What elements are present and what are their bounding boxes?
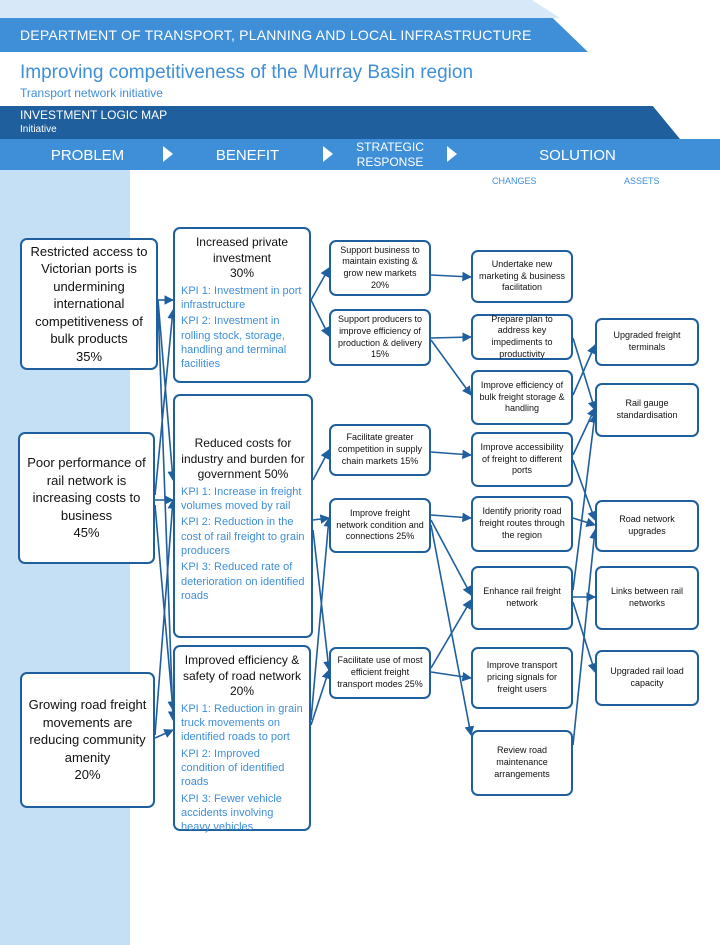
- page-title: Improving competitiveness of the Murray …: [20, 62, 474, 83]
- kpi-text: KPI 1: Increase in freight volumes moved…: [181, 485, 302, 513]
- asset-box: Upgraded freight terminals: [595, 318, 699, 366]
- link-b1-r2: [310, 299, 330, 337]
- link-r1-c1: [430, 271, 472, 282]
- link-r2-c2: [430, 332, 472, 343]
- problem-box: Growing road freight movements are reduc…: [20, 672, 155, 808]
- benefit-box: Increased private investment 30% KPI 1: …: [173, 227, 311, 383]
- department-banner: DEPARTMENT OF TRANSPORT, PLANNING AND LO…: [0, 18, 588, 52]
- response-box: Facilitate use of most efficient freight…: [329, 647, 431, 699]
- response-box: Support business to maintain existing & …: [329, 240, 431, 296]
- problem-box: Poor performance of rail network is incr…: [18, 432, 155, 564]
- link-c2-a2: [572, 337, 598, 411]
- link-p3-b2: [154, 499, 178, 736]
- response-box: Improve freight network condition and co…: [329, 498, 431, 553]
- asset-box: Links between rail networks: [595, 566, 699, 630]
- link-c3-a1: [572, 344, 596, 396]
- link-r2-c3: [430, 339, 472, 396]
- chevron-right-icon: [323, 146, 333, 162]
- link-p2-b3: [154, 504, 178, 711]
- header-top-band: [0, 0, 560, 18]
- benefit-pct: 30%: [229, 266, 255, 281]
- problem-text: Restricted access to Victorian ports is …: [30, 243, 148, 347]
- kpi-text: KPI 2: Investment in rolling stock, stor…: [181, 315, 287, 371]
- change-box: Improve efficiency of bulk freight stora…: [471, 370, 573, 425]
- kpi-text: KPI 2: Reduction in the cost of rail fre…: [181, 516, 305, 557]
- asset-box: Rail gauge standardisation: [595, 383, 699, 437]
- asset-box: Road network upgrades: [595, 500, 699, 552]
- benefit-box: Reduced costs for industry and burden fo…: [173, 394, 313, 638]
- link-b3-r5: [310, 669, 331, 726]
- link-b2-r4: [312, 514, 330, 524]
- stage-strategic-line2: RESPONSE: [356, 155, 424, 169]
- problem-pct: 35%: [75, 348, 103, 364]
- change-box: Improve transport pricing signals for fr…: [471, 647, 573, 709]
- link-r5-c7: [430, 671, 472, 682]
- response-box: Facilitate greater competition in supply…: [329, 424, 431, 476]
- department-name: DEPARTMENT OF TRANSPORT, PLANNING AND LO…: [20, 27, 532, 43]
- link-r3-c4: [430, 449, 472, 460]
- response-box: Support producers to improve efficiency …: [329, 309, 431, 366]
- stage-bar: PROBLEM BENEFIT STRATEGIC RESPONSE SOLUT…: [0, 139, 720, 170]
- stage-solution: SOLUTION: [539, 147, 616, 164]
- chevron-right-icon: [447, 146, 457, 162]
- kpi-text: KPI 2: Improved condition of identified …: [181, 747, 285, 789]
- change-box: Undertake new marketing & business facil…: [471, 250, 573, 303]
- link-c4-a3: [572, 459, 597, 521]
- kpi-text: KPI 1: Reduction in grain truck movement…: [181, 702, 303, 744]
- change-box: Prepare plan to address key impediments …: [471, 314, 573, 360]
- link-r4-c8: [430, 524, 475, 736]
- link-c5-a3: [572, 517, 596, 527]
- link-c4-a2: [572, 407, 596, 456]
- change-box: Enhance rail freight network: [471, 566, 573, 630]
- problem-pct: 20%: [74, 767, 101, 783]
- link-b2-r3: [312, 449, 330, 481]
- problem-text: Growing road freight movements are reduc…: [28, 697, 147, 765]
- benefit-title: Improved efficiency & safety of road net…: [182, 653, 302, 683]
- benefit-title: Increased private investment: [195, 235, 289, 265]
- link-p1-b3: [157, 304, 178, 721]
- change-box: Identify priority road freight routes th…: [471, 496, 573, 552]
- benefit-title: Reduced costs for industry and burden fo…: [181, 436, 305, 482]
- link-c8-a3: [572, 529, 599, 746]
- link-r4-c5: [430, 512, 472, 523]
- chevron-right-icon: [163, 146, 173, 162]
- link-p1-b2: [157, 299, 178, 481]
- map-subtitle: Initiative: [20, 124, 57, 135]
- benefit-pct: 20%: [229, 684, 255, 699]
- link-c6-a5: [572, 601, 597, 673]
- kpi-text: KPI 3: Reduced rate of deterioration on …: [181, 561, 305, 602]
- stage-benefit: BENEFIT: [215, 147, 280, 164]
- subhead-assets: ASSETS: [624, 176, 660, 186]
- link-r4-c6: [430, 519, 472, 596]
- link-r5-c6: [430, 599, 472, 669]
- problem-text: Poor performance of rail network is incr…: [27, 455, 146, 523]
- change-box: Review road maintenance arrangements: [471, 730, 573, 796]
- link-p3-b3: [154, 729, 174, 739]
- problem-box: Restricted access to Victorian ports is …: [20, 238, 158, 370]
- link-b2-r5: [312, 529, 333, 671]
- stage-strategic-line1: STRATEGIC: [356, 140, 424, 154]
- problem-pct: 45%: [73, 525, 100, 541]
- kpi-text: KPI 1: Investment in port infrastructure: [181, 284, 302, 312]
- map-banner: INVESTMENT LOGIC MAP Initiative: [0, 106, 680, 139]
- kpi-text: KPI 3: Fewer vehicle accidents involving…: [181, 792, 282, 834]
- benefit-box: Improved efficiency & safety of road net…: [173, 645, 311, 833]
- link-b1-r1: [310, 267, 330, 301]
- asset-box: Upgraded rail load capacity: [595, 650, 699, 706]
- link-c6-a2: [572, 413, 599, 591]
- link-b3-r4: [310, 517, 334, 721]
- page-subtitle: Transport network initiative: [20, 86, 163, 100]
- subhead-changes: CHANGES: [492, 176, 537, 186]
- stage-problem: PROBLEM: [50, 147, 125, 164]
- change-box: Improve accessibility of freight to diff…: [471, 432, 573, 487]
- map-title: INVESTMENT LOGIC MAP: [20, 108, 168, 122]
